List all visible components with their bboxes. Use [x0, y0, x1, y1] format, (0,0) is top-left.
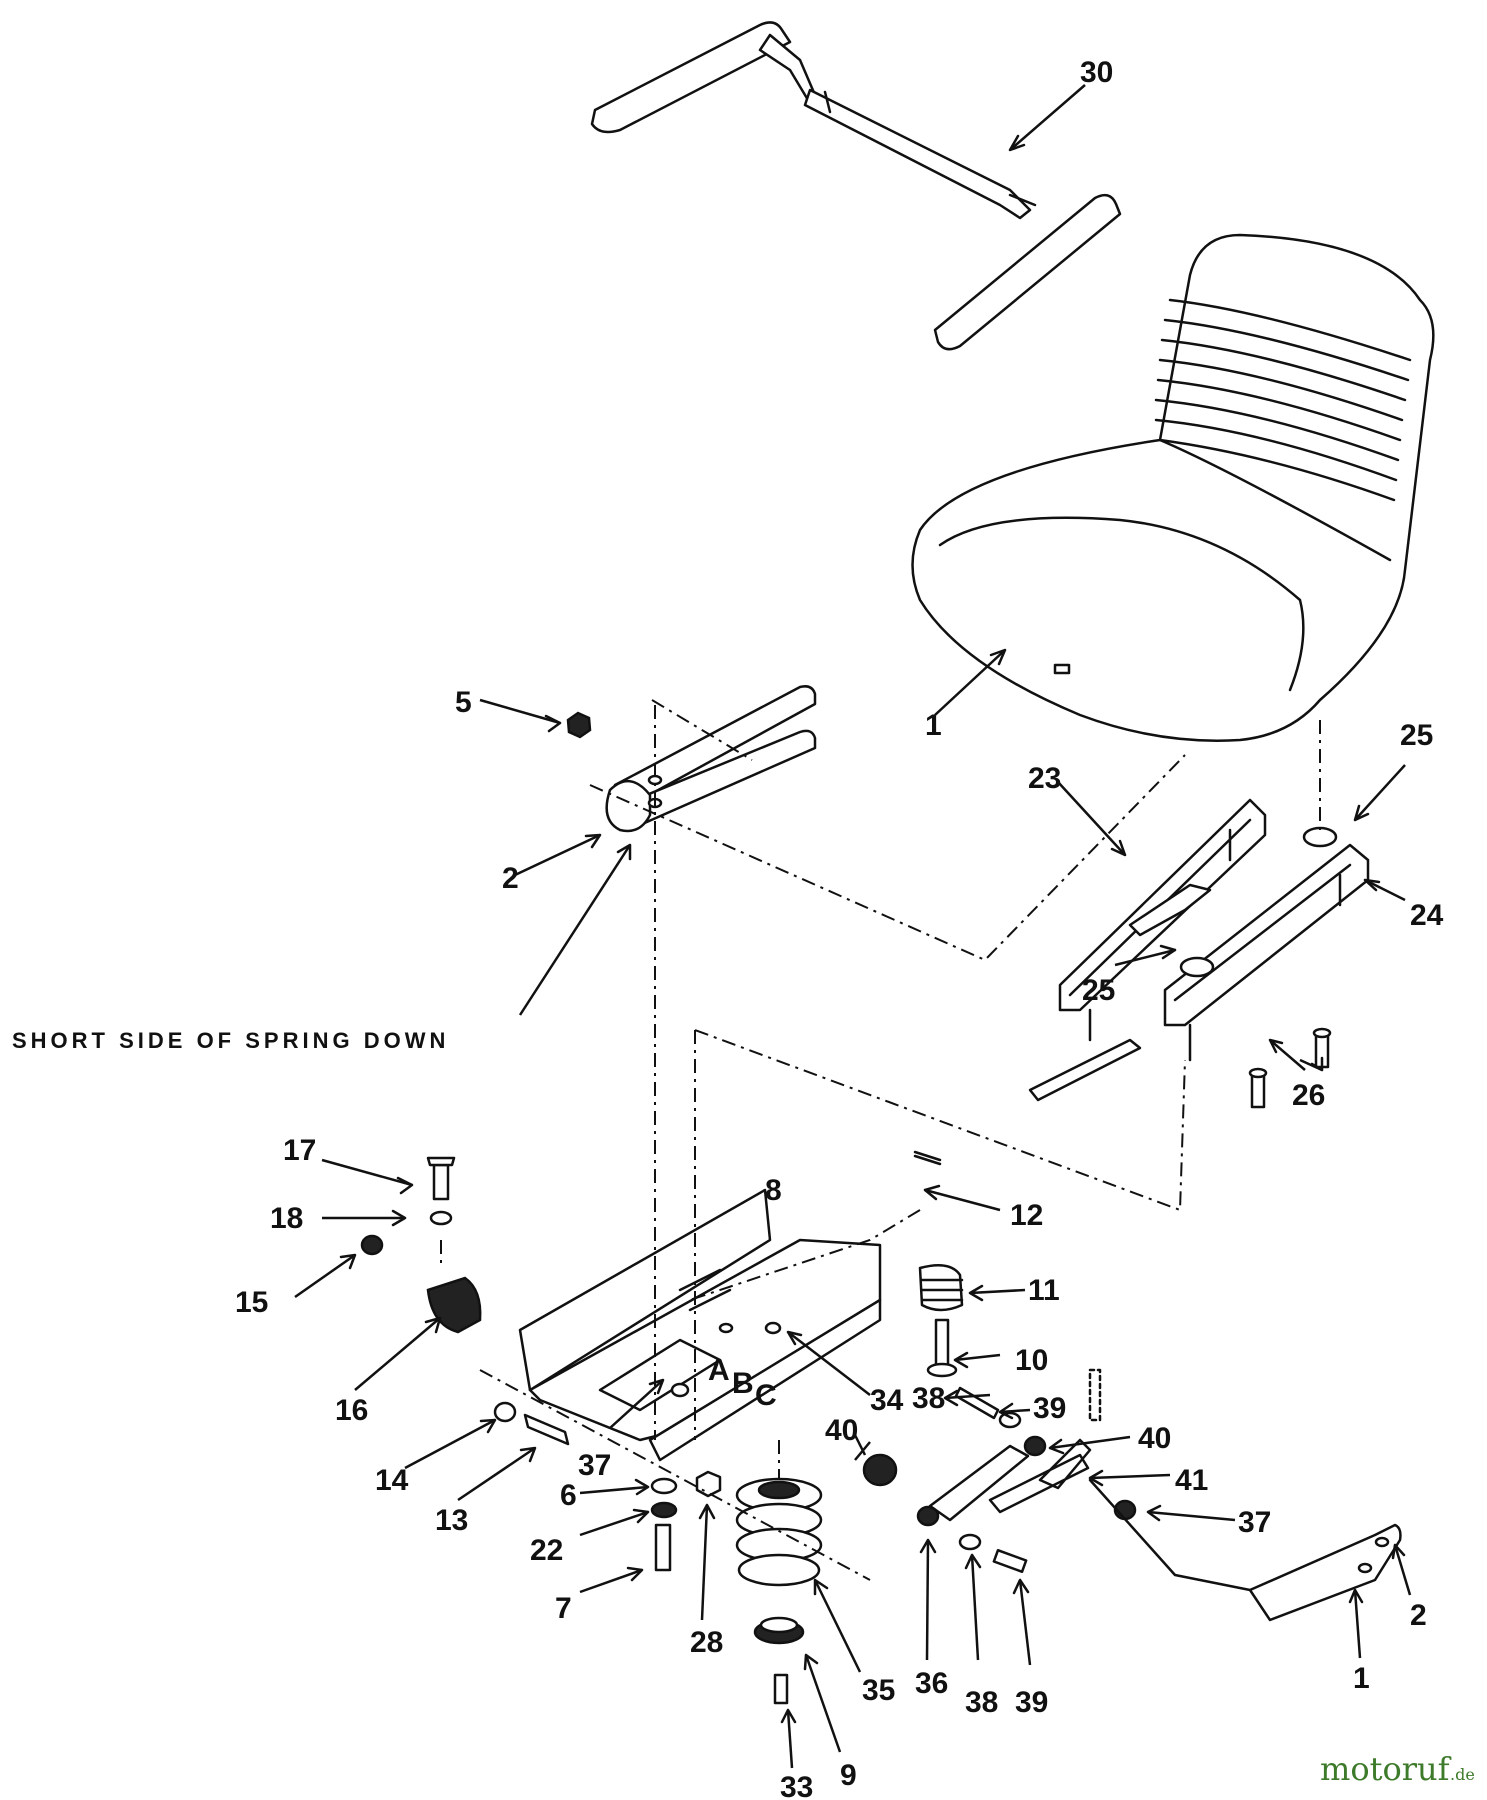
link-rod	[1088, 1478, 1252, 1592]
bolt	[523, 1413, 570, 1446]
callout-25-top: 25	[1400, 719, 1433, 752]
callout-2: 2	[502, 862, 519, 895]
callout-35: 35	[862, 1674, 895, 1707]
assembly-lines	[440, 699, 1321, 1581]
callout-41: 41	[1175, 1464, 1208, 1497]
bushing	[862, 1453, 898, 1487]
shock-absorber	[916, 1435, 1047, 1527]
bolt	[773, 1673, 789, 1705]
hex-nut	[566, 711, 592, 739]
seat-base-plate	[518, 1188, 882, 1462]
nut	[360, 1234, 384, 1256]
callout-9: 9	[840, 1759, 857, 1792]
bump-stop	[918, 1263, 964, 1312]
callout-labels: 30 1 5 2 23 25 24 25 26 17 18 15 16 8 12…	[235, 56, 1444, 1800]
callout-33: 33	[780, 1771, 813, 1800]
watermark: motoruf .de	[1320, 1750, 1475, 1788]
callout-40-right: 40	[1138, 1422, 1171, 1455]
seat-slide-left	[1028, 798, 1267, 1102]
washer	[429, 1210, 453, 1226]
callout-25-bottom: 25	[1082, 974, 1115, 1007]
washer	[1302, 826, 1338, 848]
bolt	[1312, 1027, 1332, 1069]
callout-1: 1	[925, 709, 942, 742]
callout-1-bracket: 1	[1353, 1662, 1370, 1695]
callout-37-left: 37	[578, 1449, 611, 1482]
callout-13: 13	[435, 1504, 468, 1537]
adjust-label-b: B	[732, 1367, 754, 1400]
spring-cup	[753, 1616, 805, 1645]
callout-39-lower: 39	[1015, 1686, 1048, 1719]
callout-17: 17	[283, 1134, 316, 1167]
callout-23: 23	[1028, 762, 1061, 795]
callout-30: 30	[1080, 56, 1113, 89]
spacer	[493, 1401, 517, 1423]
callout-34: 34	[870, 1384, 904, 1417]
bolt	[654, 1523, 672, 1572]
callout-38-upper: 38	[912, 1382, 945, 1415]
clip	[913, 1150, 942, 1166]
callout-11: 11	[1028, 1274, 1060, 1307]
callout-8: 8	[765, 1174, 782, 1207]
washer	[998, 1411, 1022, 1429]
watermark-suffix: .de	[1450, 1765, 1475, 1784]
callout-38-lower: 38	[965, 1686, 998, 1719]
callout-26: 26	[1292, 1079, 1325, 1112]
pin	[926, 1318, 958, 1378]
seat	[911, 233, 1435, 742]
washer	[1179, 956, 1215, 978]
armrest-assembly	[590, 21, 1122, 351]
washer	[958, 1533, 982, 1551]
callout-28: 28	[690, 1626, 723, 1659]
callout-37-right: 37	[1238, 1506, 1271, 1539]
nut	[695, 1470, 722, 1498]
coil-spring	[735, 1477, 823, 1587]
mount-bracket	[1248, 1523, 1402, 1622]
washer	[650, 1477, 678, 1495]
bolt	[954, 1386, 1000, 1420]
callout-5: 5	[455, 686, 472, 719]
bolt	[992, 1548, 1028, 1574]
callout-40-left: 40	[825, 1414, 858, 1447]
seat-back-ribs	[1154, 298, 1412, 502]
adjust-label-c: C	[755, 1379, 777, 1412]
callout-7: 7	[555, 1592, 572, 1625]
hinge-bracket	[605, 685, 817, 833]
callout-24: 24	[1410, 899, 1444, 932]
bracket	[426, 1276, 482, 1334]
callout-22: 22	[530, 1534, 563, 1567]
assembly-note: SHORT SIDE OF SPRING DOWN	[12, 1028, 449, 1053]
watermark-brand: motoruf	[1320, 1750, 1452, 1788]
spring-dashed	[1088, 1368, 1102, 1422]
callout-16: 16	[335, 1394, 368, 1427]
callout-2-bracket: 2	[1410, 1599, 1427, 1632]
bolt	[1248, 1067, 1268, 1109]
leader-arrows	[294, 84, 1412, 1769]
callout-10: 10	[1015, 1344, 1048, 1377]
callout-39-upper: 39	[1033, 1392, 1066, 1425]
callout-15: 15	[235, 1286, 268, 1319]
callout-12: 12	[1010, 1199, 1043, 1232]
callout-36: 36	[915, 1667, 948, 1700]
callout-14: 14	[375, 1464, 409, 1497]
washer	[650, 1501, 678, 1519]
callout-6: 6	[560, 1479, 577, 1512]
callout-18: 18	[270, 1202, 303, 1235]
link-bracket	[988, 1438, 1092, 1514]
adjust-label-a: A	[708, 1354, 730, 1387]
bolt	[426, 1156, 456, 1201]
